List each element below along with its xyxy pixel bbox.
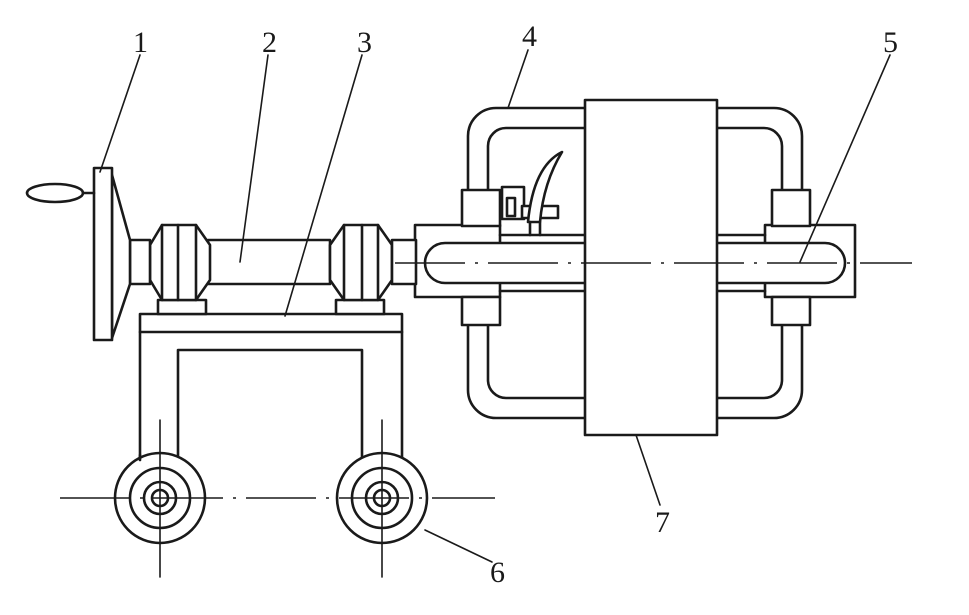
bearing-right: [334, 298, 386, 316]
left-clamp-bottom: [460, 295, 502, 327]
left-stub: [128, 238, 152, 286]
label-2: 2: [262, 26, 277, 59]
leader-3: [284, 54, 363, 317]
label-3: 3: [357, 26, 372, 59]
label-1: 1: [133, 26, 148, 59]
leader-1: [99, 54, 141, 173]
label-6: 6: [490, 556, 505, 589]
tool-screw: [505, 196, 517, 218]
bearing-left: [156, 298, 208, 316]
right-clamp-bottom: [770, 295, 812, 327]
label-4: 4: [522, 20, 537, 53]
right-clamp-top: [770, 188, 812, 228]
shaft: [128, 223, 418, 302]
tool-holder: [500, 150, 564, 237]
leader-5: [799, 54, 891, 263]
right-stub: [390, 238, 418, 286]
handwheel: [25, 166, 132, 342]
leader-7: [635, 434, 661, 506]
carriage: [138, 298, 404, 462]
leader-lines: [99, 49, 891, 563]
handwheel-rim: [92, 166, 114, 342]
main-shaft: [206, 238, 332, 286]
cutting-tool: [526, 150, 564, 224]
leader-4: [507, 49, 529, 109]
central-block: [583, 98, 719, 437]
leader-2: [239, 54, 269, 263]
handle-grip: [25, 182, 85, 204]
leader-6: [424, 529, 493, 563]
roller-left: [148, 223, 212, 302]
part-labels: 1 2 3 4 5 6 7: [133, 20, 898, 589]
center-lines: [60, 262, 912, 578]
carriage-legs: [138, 330, 404, 462]
handwheel-cone: [110, 173, 132, 340]
label-5: 5: [883, 26, 898, 59]
label-7: 7: [655, 506, 670, 539]
table-plate: [138, 312, 404, 334]
left-clamp-top: [460, 188, 502, 228]
